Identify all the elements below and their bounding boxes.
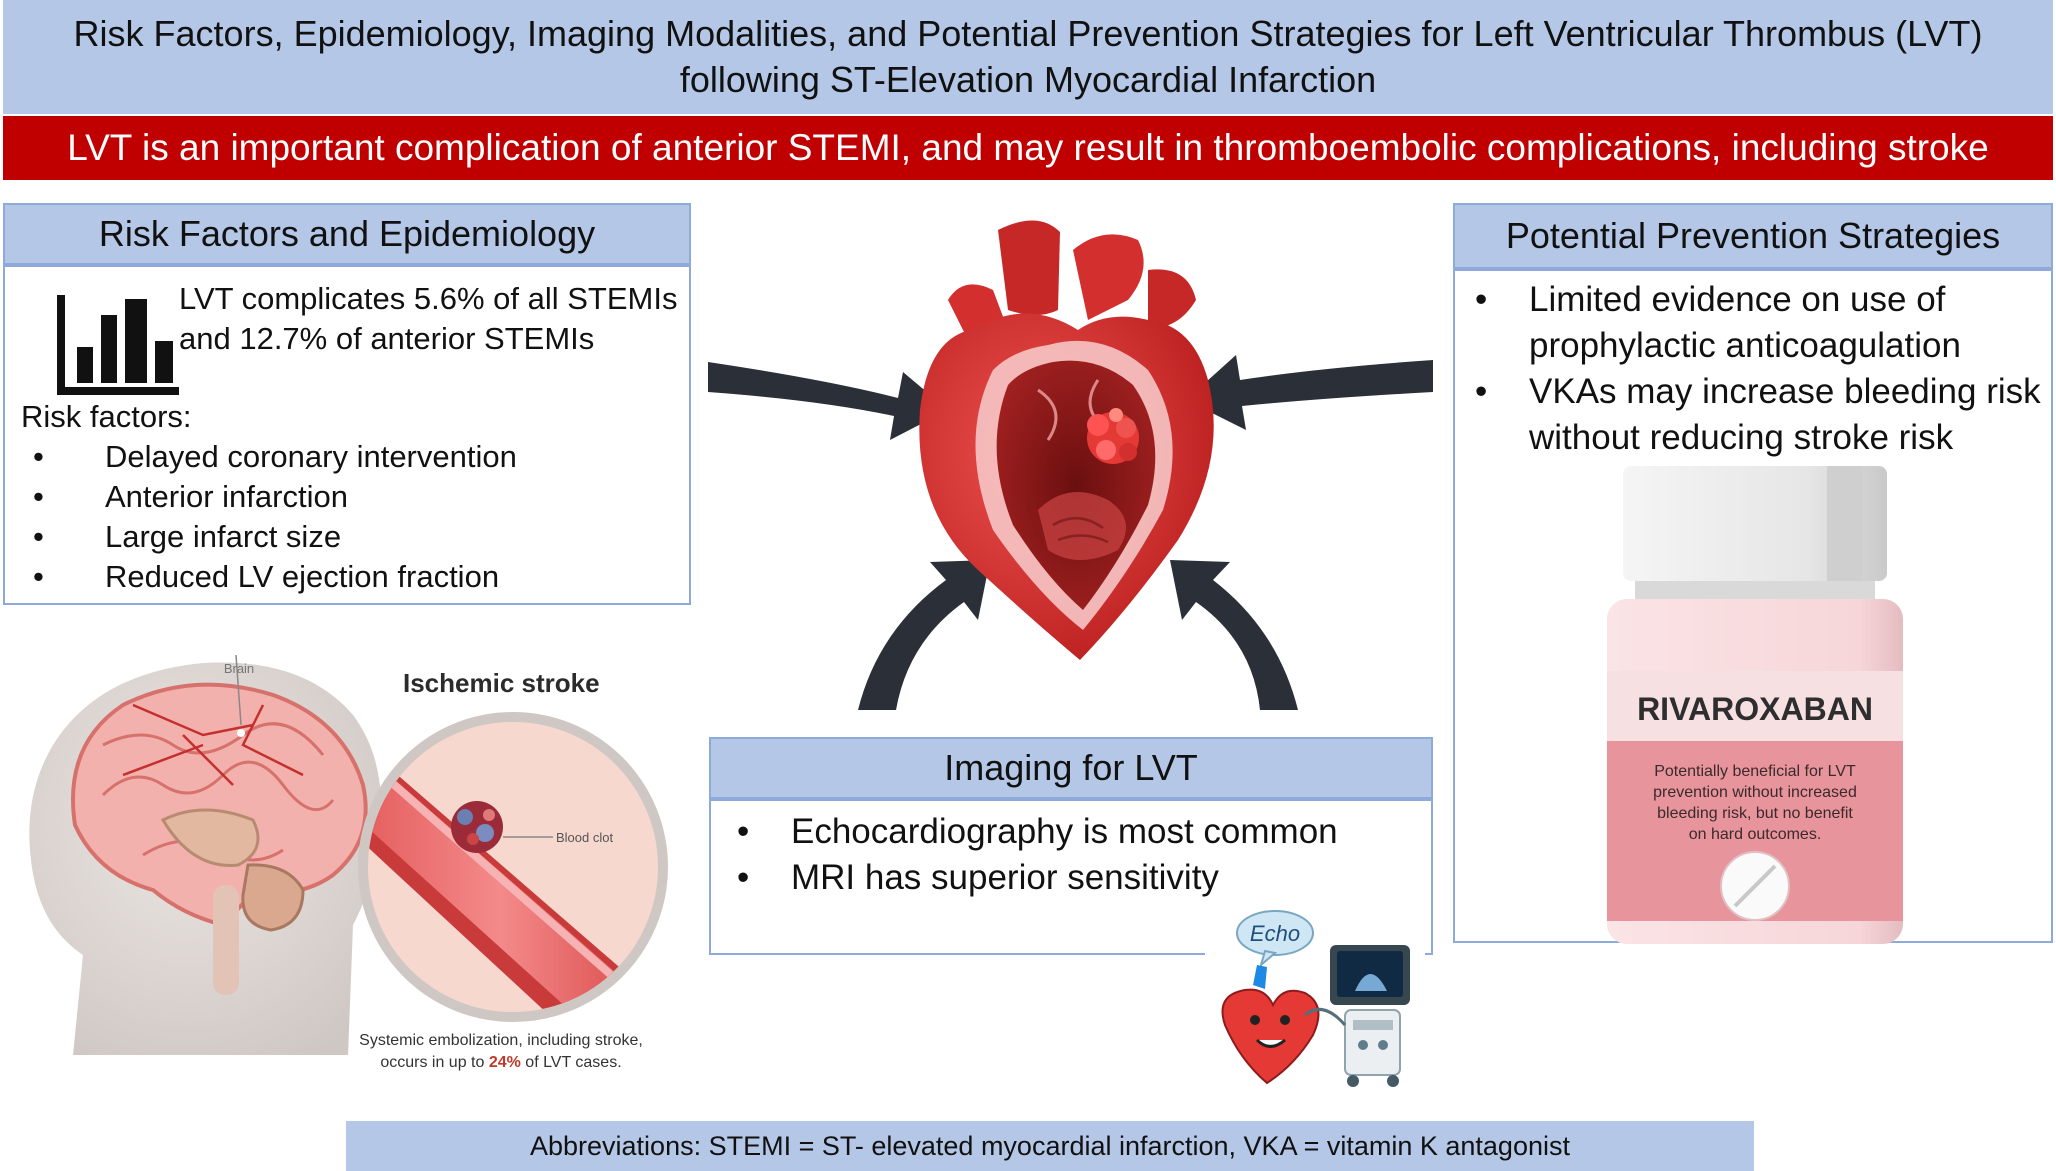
lvt-statistic: LVT complicates 5.6% of all STEMIs and 1… (179, 279, 677, 359)
title-bar: Risk Factors, Epidemiology, Imaging Moda… (3, 0, 2053, 114)
list-item: •Delayed coronary intervention (33, 439, 517, 474)
imaging-list: •Echocardiography is most common •MRI ha… (725, 809, 1338, 901)
thrombus-icon (1087, 408, 1139, 464)
list-item: •MRI has superior sensitivity (737, 858, 1219, 897)
risk-factor-list: •Delayed coronary intervention •Anterior… (5, 437, 517, 597)
pill-icon (1720, 851, 1790, 921)
list-item: •Echocardiography is most common (737, 812, 1338, 851)
risk-panel-body: LVT complicates 5.6% of all STEMIs and 1… (3, 265, 691, 605)
list-item: •Reduced LV ejection fraction (33, 559, 500, 594)
brain-graphic (71, 682, 368, 995)
title-line-2: following ST-Elevation Myocardial Infarc… (679, 59, 1377, 100)
key-message-banner: LVT is an important complication of ante… (3, 116, 2053, 180)
cartoon-heart-icon (1221, 965, 1320, 1085)
imaging-panel-heading: Imaging for LVT (944, 747, 1198, 788)
heart-illustration (708, 210, 1433, 725)
prevention-panel-heading: Potential Prevention Strategies (1505, 215, 2001, 256)
bottle-text-line-2: prevention without increased (1653, 784, 1857, 801)
lvt-statistic-line-1: LVT complicates 5.6% of all STEMIs (179, 281, 678, 316)
echo-label: Echo (1250, 921, 1300, 946)
prevention-panel-heading-box: Potential Prevention Strategies (1453, 203, 2053, 269)
arrow-right-icon (1186, 355, 1433, 430)
echo-cartoon: Echo (1205, 905, 1425, 1095)
brain-label: Brain (224, 661, 254, 676)
list-item: •Large infarct size (33, 519, 342, 554)
list-item-continuation: without reducing stroke risk (1529, 418, 1954, 457)
blood-clot-icon (451, 801, 503, 853)
risk-factors-label: Risk factors: (21, 399, 192, 434)
prevention-list: •Limited evidence on use of prophylactic… (1463, 277, 2041, 461)
arrows (708, 355, 1433, 710)
lvt-statistic-line-2: and 12.7% of anterior STEMIs (179, 321, 595, 356)
bottle-text-line-1: Potentially beneficial for LVT (1654, 763, 1856, 780)
risk-panel-heading-box: Risk Factors and Epidemiology (3, 203, 691, 265)
stroke-title: Ischemic stroke (403, 668, 600, 698)
bottle-label: RIVAROXABAN (1637, 691, 1873, 727)
risk-panel-heading: Risk Factors and Epidemiology (98, 213, 596, 254)
echo-figure-svg: Echo (1221, 910, 1410, 1087)
heart-figure-svg (708, 220, 1433, 710)
key-message-text: LVT is an important complication of ante… (67, 127, 1989, 168)
abbreviations-bar: Abbreviations: STEMI = ST- elevated myoc… (346, 1121, 1754, 1171)
caption-line-2: occurs in up to 24% of LVT cases. (380, 1054, 621, 1071)
clot-label: Blood clot (556, 830, 613, 845)
bottle-text-line-4: on hard outcomes. (1689, 826, 1822, 843)
list-item: •VKAs may increase bleeding risk (1475, 372, 2041, 411)
arrow-bottom-left-icon (858, 560, 990, 710)
list-item: •Anterior infarction (33, 479, 348, 514)
imaging-panel-heading-box: Imaging for LVT (709, 737, 1433, 799)
ultrasound-machine-icon (1304, 945, 1410, 1087)
list-item: •Limited evidence on use of (1475, 280, 1946, 319)
stroke-illustration: Brain Ischemic stroke Blood clot Systemi… (3, 625, 691, 1090)
arrow-left-icon (708, 362, 948, 440)
heart-icon (919, 220, 1214, 660)
bottle-text-line-3: bleeding risk, but no benefit (1657, 805, 1853, 822)
bar-chart-icon (57, 295, 179, 395)
list-item-continuation: prophylactic anticoagulation (1529, 326, 1961, 365)
prevention-panel-body: RIVAROXABAN Potentially beneficial for L… (1453, 269, 2053, 944)
stroke-figure-svg: Brain Ischemic stroke Blood clot Systemi… (29, 654, 668, 1071)
medicine-bottle-icon: RIVAROXABAN Potentially beneficial for L… (1607, 466, 1903, 944)
abbreviations-text: Abbreviations: STEMI = ST- elevated myoc… (529, 1130, 1570, 1161)
caption-line-1: Systemic embolization, including stroke, (359, 1032, 643, 1049)
arrow-bottom-right-icon (1170, 560, 1298, 710)
vessel-magnifier: Blood clot (358, 712, 668, 1022)
title-line-1: Risk Factors, Epidemiology, Imaging Moda… (73, 13, 1983, 54)
